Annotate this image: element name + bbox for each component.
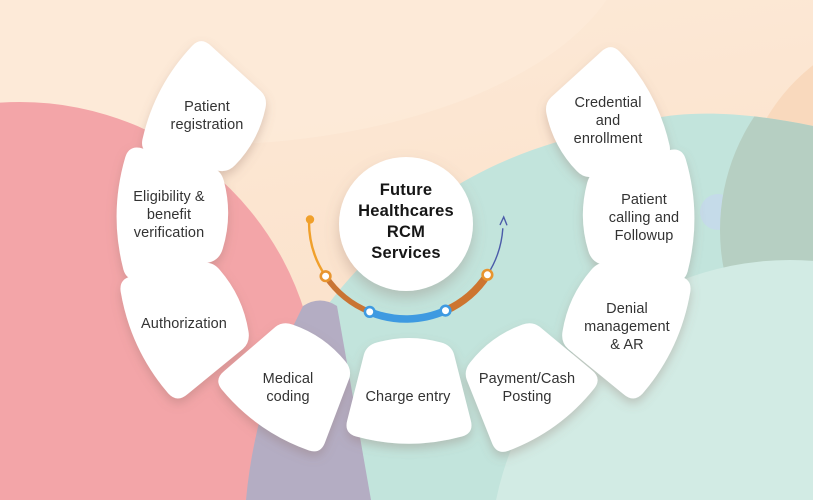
service-label-medical-coding: Medical coding xyxy=(262,371,314,405)
diagram-title: Future Healthcares RCM Services xyxy=(331,180,481,264)
service-label-patient-calling-followup: Patient calling and Followup xyxy=(608,192,680,244)
diagram-title-line: Healthcares xyxy=(358,202,454,220)
background-blob-cream xyxy=(0,0,607,145)
diagram-title-line: Services xyxy=(371,244,441,262)
service-label-patient-registration: Patient registration xyxy=(170,99,244,133)
service-label-credential-enrollment: Credential and enrollment xyxy=(573,95,643,147)
background-blob-teal-light xyxy=(490,260,813,500)
arc-node-3 xyxy=(439,304,452,317)
service-label-denial-management-ar: Denial management & AR xyxy=(584,301,670,353)
arc-start-dot xyxy=(305,215,315,224)
service-label-payment-cash-posting: Payment/Cash Posting xyxy=(478,371,576,405)
diagram-title-line: RCM xyxy=(386,223,426,241)
diagram-title-line: Future xyxy=(379,181,433,199)
arc-node-4 xyxy=(481,268,494,281)
arc-segment-blue xyxy=(365,306,450,323)
service-label-charge-entry: Charge entry xyxy=(365,389,451,405)
arc-node-2 xyxy=(363,305,376,319)
arc-arrowhead-icon xyxy=(499,215,508,226)
arc-node-1 xyxy=(319,270,332,283)
service-label-authorization: Authorization xyxy=(141,316,227,332)
center-circle xyxy=(339,157,473,291)
service-label-eligibility-benefit-verification: Eligibility & benefit verification xyxy=(133,189,205,241)
arc-ring xyxy=(305,215,508,323)
